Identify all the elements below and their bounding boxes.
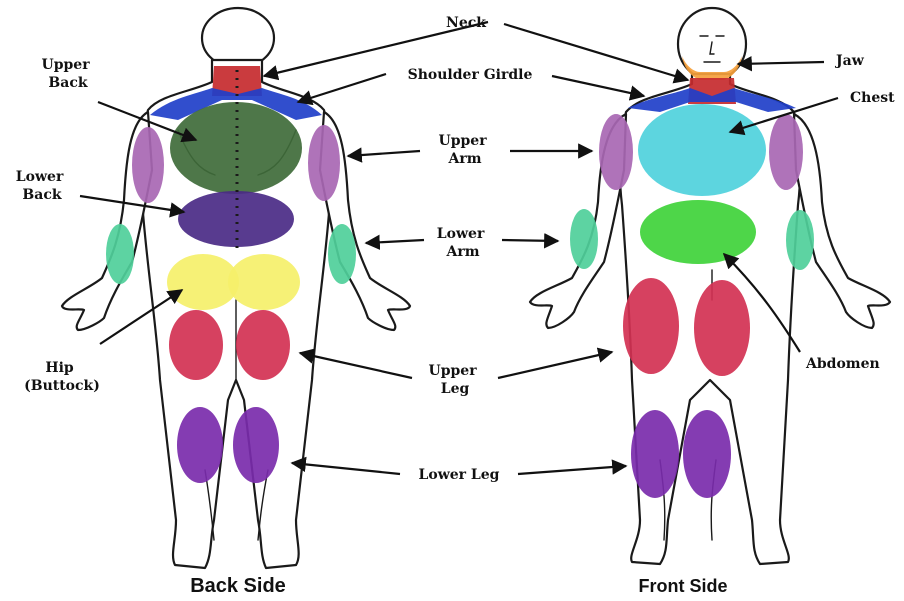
shoulder-girdle-label: Shoulder Girdle (408, 67, 533, 83)
lower-arm-arrow-back (366, 240, 424, 243)
back-lower-leg-left-region (177, 407, 223, 483)
front-upper-arm-left-region (599, 114, 633, 190)
front-lower-arm-left-region (570, 209, 598, 269)
upper-leg-label: Upper Leg (429, 363, 482, 397)
front-upper-leg-right-region (694, 280, 750, 376)
front-lower-leg-right-region (683, 410, 731, 498)
lower-arm-label: Lower Arm (437, 226, 489, 260)
upper-arm-label: Upper Arm (439, 133, 492, 167)
back-upper-arm-left-region (132, 127, 164, 203)
back-lower-arm-left-region (106, 224, 134, 284)
shoulder-arrow-back (298, 74, 386, 102)
front-lower-leg-left-region (631, 410, 679, 498)
upper-arm-arrow-back (348, 151, 420, 156)
lower-leg-arrow-back (292, 463, 400, 474)
abdomen-region (640, 200, 756, 264)
jaw-label: Jaw (834, 53, 865, 69)
front-side-caption: Front Side (639, 576, 728, 596)
front-upper-arm-right-region (769, 114, 803, 190)
back-upper-leg-left-region (169, 310, 223, 380)
upper-leg-arrow-front (498, 352, 612, 378)
jaw-arrow (738, 62, 824, 64)
lower-leg-label: Lower Leg (419, 467, 500, 483)
shoulder-arrow-front (552, 76, 644, 96)
upper-back-region (170, 102, 302, 194)
hip-right-region (228, 254, 300, 310)
upper-back-label: Upper Back (42, 57, 95, 91)
hip-label: Hip (Buttock) (24, 360, 100, 394)
lower-arm-arrow-front (502, 240, 558, 241)
chest-label: Chest (850, 90, 895, 106)
front-lower-arm-right-region (786, 210, 814, 270)
back-lower-leg-right-region (233, 407, 279, 483)
front-upper-leg-left-region (623, 278, 679, 374)
back-upper-arm-right-region (308, 125, 340, 201)
upper-leg-arrow-back (300, 353, 412, 378)
back-upper-leg-right-region (236, 310, 290, 380)
back-lower-arm-right-region (328, 224, 356, 284)
back-side-caption: Back Side (190, 575, 286, 597)
chest-region (638, 104, 766, 196)
lower-leg-arrow-front (518, 466, 626, 474)
lower-back-label: Lower Back (16, 169, 68, 203)
neck-label: Neck (446, 15, 486, 31)
abdomen-label: Abdomen (805, 356, 880, 372)
